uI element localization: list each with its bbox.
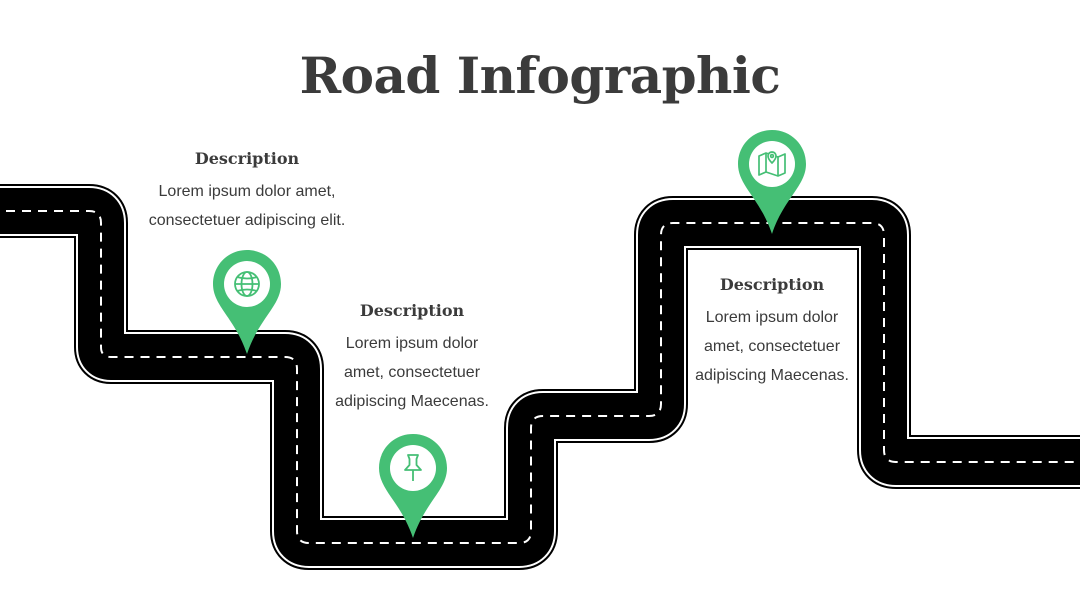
location-pin-1 [213, 250, 281, 354]
step-3-heading: Description [719, 275, 825, 294]
location-pin-3 [738, 130, 806, 234]
globe-icon [234, 271, 260, 297]
step-3-body: Lorem ipsum dolor amet, consectetuer adi… [682, 303, 862, 390]
location-pin-2 [379, 434, 447, 538]
step-1-body: Lorem ipsum dolor amet, consectetuer adi… [142, 177, 352, 235]
step-1-text: Description Lorem ipsum dolor amet, cons… [142, 149, 352, 235]
map-icon [758, 151, 786, 177]
step-3-body-text: Lorem ipsum dolor amet, consectetuer adi… [695, 309, 849, 384]
step-2-body-text: Lorem ipsum dolor amet, consectetuer adi… [335, 335, 489, 410]
step-2-body: Lorem ipsum dolor amet, consectetuer adi… [322, 329, 502, 416]
step-2-text: Description Lorem ipsum dolor amet, cons… [322, 301, 502, 416]
step-2-heading: Description [359, 301, 465, 320]
page-title: Road Infographic [299, 46, 781, 105]
step-1-heading: Description [194, 149, 300, 168]
step-1-body-text: Lorem ipsum dolor amet, consectetuer adi… [148, 183, 346, 229]
step-3-text: Description Lorem ipsum dolor amet, cons… [682, 275, 862, 390]
pushpin-icon [404, 454, 422, 481]
road-center-line [0, 210, 1080, 544]
